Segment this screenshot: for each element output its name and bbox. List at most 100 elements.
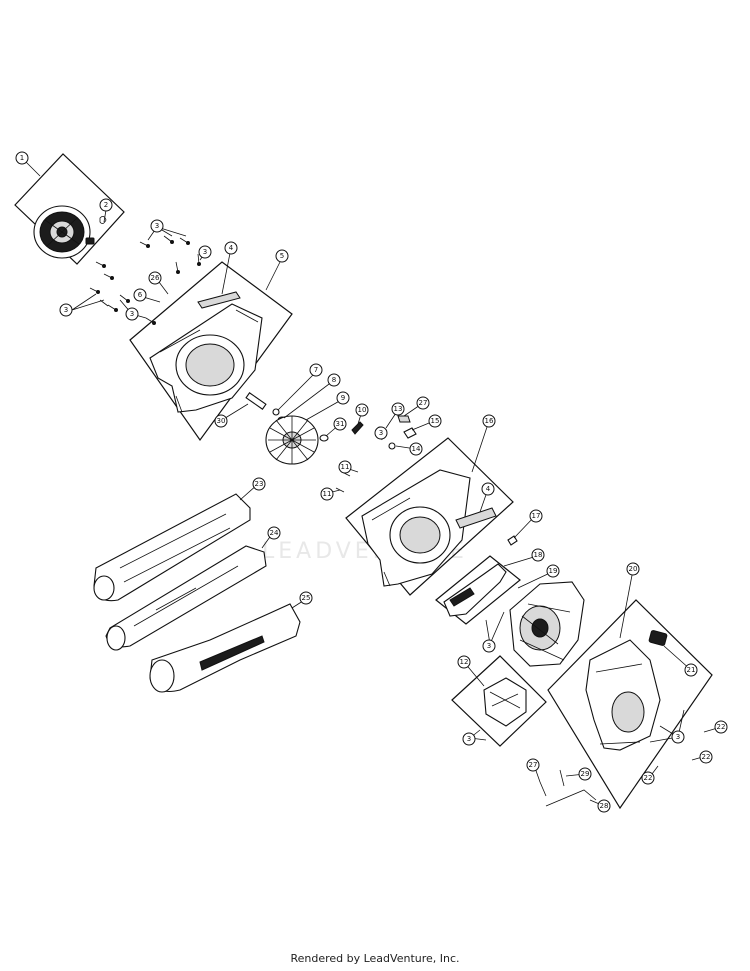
callout-16: 16 — [482, 414, 496, 428]
callout-1-label: 1 — [20, 154, 24, 162]
callout-13: 13 — [391, 402, 405, 416]
callout-3d: 3 — [125, 307, 139, 321]
callout-21: 21 — [684, 663, 698, 677]
callout-29-label: 29 — [581, 770, 590, 778]
callout-24: 24 — [267, 526, 281, 540]
callout-22c: 22 — [641, 771, 655, 785]
callout-28-label: 28 — [600, 802, 609, 810]
callout-23-label: 23 — [255, 480, 264, 488]
rear-housing-frame — [547, 599, 713, 810]
engine-19 — [509, 581, 585, 667]
fan-impeller-9 — [265, 415, 319, 465]
callout-3e: 3 — [374, 426, 388, 440]
callout-5: 5 — [275, 249, 289, 263]
air-cover-12 — [483, 677, 527, 727]
washer-31 — [319, 434, 329, 442]
callout-24-label: 24 — [270, 529, 279, 537]
callout-3d-label: 3 — [130, 310, 134, 318]
callout-3f: 3 — [482, 639, 496, 653]
tube-24 — [105, 545, 267, 651]
callout-3b-label: 3 — [203, 248, 207, 256]
callout-3b: 3 — [198, 245, 212, 259]
callout-4a: 4 — [224, 241, 238, 255]
callout-15-label: 15 — [431, 417, 440, 425]
fuel-tank-18 — [443, 563, 507, 617]
callout-12-label: 12 — [460, 658, 469, 666]
callout-11a-label: 11 — [341, 463, 350, 471]
callout-17-label: 17 — [532, 512, 541, 520]
air-cover-group — [451, 655, 547, 747]
callout-10: 10 — [355, 403, 369, 417]
callout-27b: 27 — [526, 758, 540, 772]
callout-2: 2 — [99, 198, 113, 212]
callout-27a: 27 — [416, 396, 430, 410]
starter-handle — [85, 237, 95, 245]
callout-26a: 26 — [148, 271, 162, 285]
callout-11a: 11 — [338, 460, 352, 474]
callout-3g: 3 — [462, 732, 476, 746]
callout-4b-label: 4 — [486, 485, 491, 493]
callout-14: 14 — [409, 442, 423, 456]
tube-25 — [149, 603, 301, 693]
footer-credit: Rendered by LeadVenture, Inc. — [290, 952, 460, 965]
fan-housing-group — [129, 261, 293, 442]
air-cover-frame — [451, 655, 547, 747]
callout-15: 15 — [428, 414, 442, 428]
callout-7-label: 7 — [314, 366, 318, 374]
starter-assembly-group — [14, 153, 125, 265]
blower-housing — [361, 469, 471, 587]
fuel-tank-group — [435, 555, 521, 625]
tube-23 — [93, 493, 251, 602]
callout-1: 1 — [15, 151, 29, 165]
callout-25-label: 25 — [302, 594, 311, 602]
lever-10 — [351, 421, 364, 435]
callout-4a-label: 4 — [229, 244, 234, 252]
callout-9-label: 9 — [341, 394, 345, 402]
starter-housing — [33, 205, 91, 259]
callout-8: 8 — [327, 373, 341, 387]
clip-27a — [397, 415, 411, 423]
fan-housing — [149, 303, 263, 413]
screw-17 — [507, 535, 518, 546]
callout-23: 23 — [252, 477, 266, 491]
callout-12: 12 — [457, 655, 471, 669]
screw-cluster-top — [89, 235, 201, 325]
callout-3f-label: 3 — [487, 642, 491, 650]
fuel-tank-frame — [435, 555, 521, 625]
starter-spring-clip — [99, 216, 107, 224]
blower-housing-group — [345, 437, 514, 596]
callout-3c: 3 — [59, 303, 73, 317]
callout-30-label: 30 — [217, 417, 226, 425]
callout-8-label: 8 — [332, 376, 336, 384]
callout-22a-label: 22 — [717, 723, 726, 731]
pin-29 — [559, 769, 565, 787]
callout-3a-label: 3 — [155, 222, 159, 230]
callout-11b-label: 11 — [323, 490, 332, 498]
callout-25: 25 — [299, 591, 313, 605]
switch-15 — [403, 427, 417, 439]
callout-22b-label: 22 — [702, 753, 711, 761]
fan-impeller-group — [245, 392, 329, 465]
callout-20: 20 — [626, 562, 640, 576]
callout-7: 7 — [309, 363, 323, 377]
screws-11 — [335, 471, 351, 493]
rear-housing-group — [547, 599, 713, 810]
callout-16-label: 16 — [485, 417, 494, 425]
callout-14-label: 14 — [412, 445, 421, 453]
callout-3e-label: 3 — [379, 429, 383, 437]
callout-13-label: 13 — [394, 405, 403, 413]
bottom-small-parts — [539, 769, 597, 807]
small-parts-mid — [335, 415, 417, 493]
callout-27b-label: 27 — [529, 761, 538, 769]
callout-18: 18 — [531, 548, 545, 562]
callout-19-label: 19 — [549, 567, 558, 575]
callout-26a-label: 26 — [151, 274, 160, 282]
callout-31-label: 31 — [336, 420, 345, 428]
callout-19: 19 — [546, 564, 560, 578]
callout-3g-label: 3 — [467, 735, 471, 743]
callout-21-label: 21 — [687, 666, 696, 674]
callout-2-label: 2 — [104, 201, 108, 209]
callout-29: 29 — [578, 767, 592, 781]
callout-18-label: 18 — [534, 551, 543, 559]
